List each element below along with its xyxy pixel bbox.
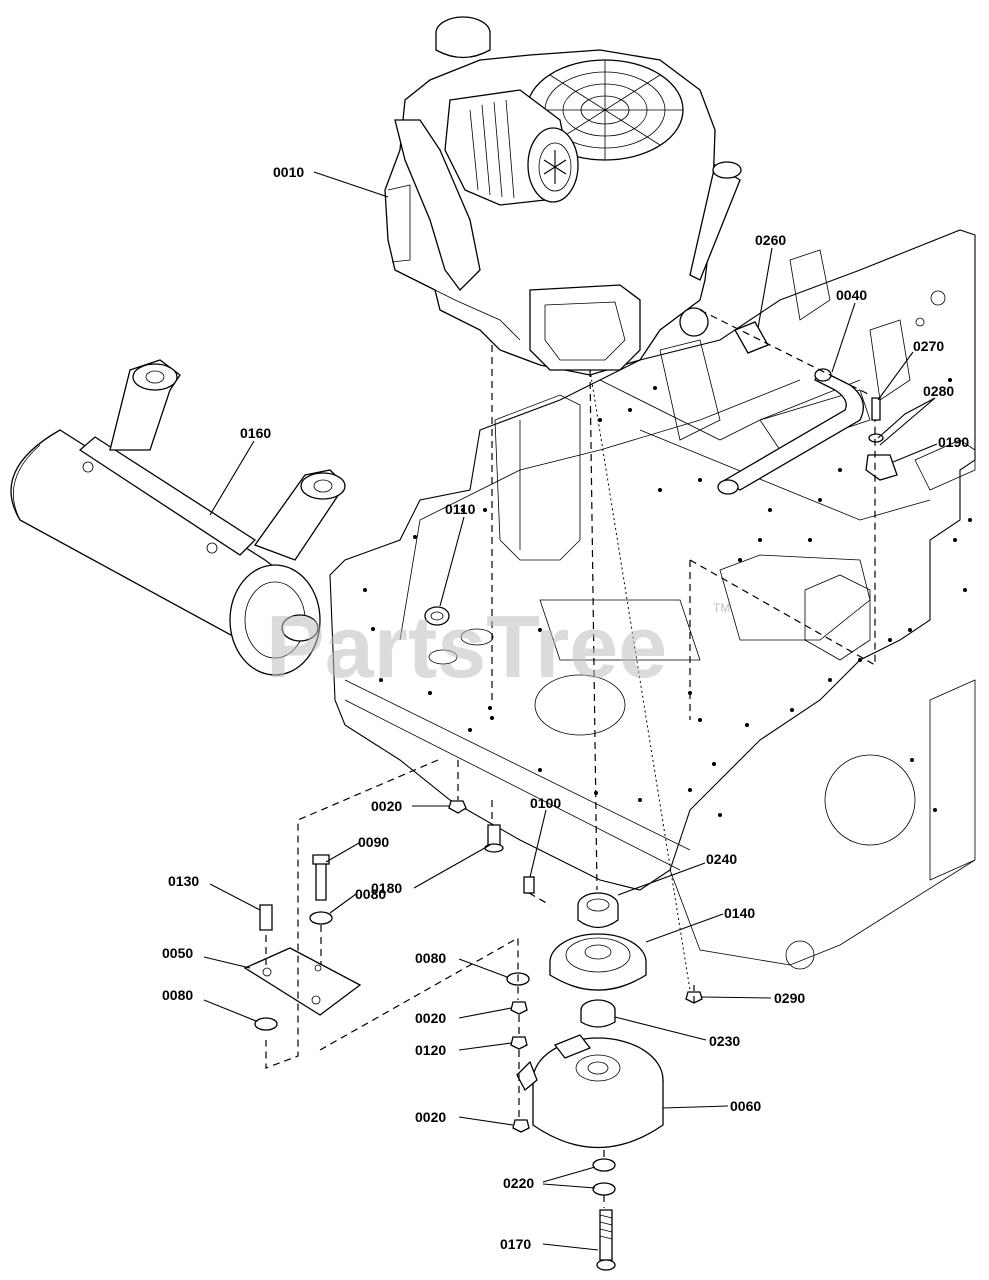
callout-0120: 0120 [415, 1042, 446, 1058]
chassis-frame [329, 229, 976, 970]
hardware-parts [243, 606, 703, 1271]
callout-0140: 0140 [724, 905, 755, 921]
callout-0220: 0220 [503, 1175, 534, 1191]
callout-0010: 0010 [273, 164, 304, 180]
callout-0050: 0050 [162, 945, 193, 961]
callout-0280: 0280 [923, 383, 954, 399]
callout-0100: 0100 [530, 795, 561, 811]
callout-0260: 0260 [755, 232, 786, 248]
callout-0160: 0160 [240, 425, 271, 441]
callout-0040: 0040 [836, 287, 867, 303]
callout-0180: 0180 [371, 880, 402, 896]
pulley-clutch-assembly [516, 892, 664, 1149]
engine [384, 16, 742, 376]
callout-0020-center: 0020 [415, 1010, 446, 1026]
callout-0240: 0240 [706, 851, 737, 867]
oil-drain-hose [717, 321, 898, 495]
callout-0080-center: 0080 [415, 950, 446, 966]
frame-holes [363, 378, 972, 817]
callout-0290: 0290 [774, 990, 805, 1006]
callout-0020-upper: 0020 [371, 798, 402, 814]
leader-lines [203, 171, 938, 1251]
assembly-guide-lines [265, 309, 876, 1208]
callout-0110: 0110 [445, 501, 476, 517]
callout-0090: 0090 [358, 834, 389, 850]
callout-0080-lower: 0080 [162, 987, 193, 1003]
callout-0270: 0270 [913, 338, 944, 354]
callout-0080-upper: 0080 [355, 886, 386, 902]
callout-0230: 0230 [709, 1033, 740, 1049]
callout-0130: 0130 [168, 873, 199, 889]
watermark: PartsTree TM [266, 597, 730, 696]
watermark-trademark: TM [713, 601, 730, 615]
muffler [10, 359, 346, 676]
callout-labels: 0010 0260 0040 0270 0280 0190 0160 0110 … [162, 164, 969, 1252]
watermark-text: PartsTree [266, 597, 667, 696]
callout-0190: 0190 [938, 434, 969, 450]
callout-0020-lower: 0020 [415, 1109, 446, 1125]
callout-0060: 0060 [730, 1098, 761, 1114]
callout-0170: 0170 [500, 1236, 531, 1252]
